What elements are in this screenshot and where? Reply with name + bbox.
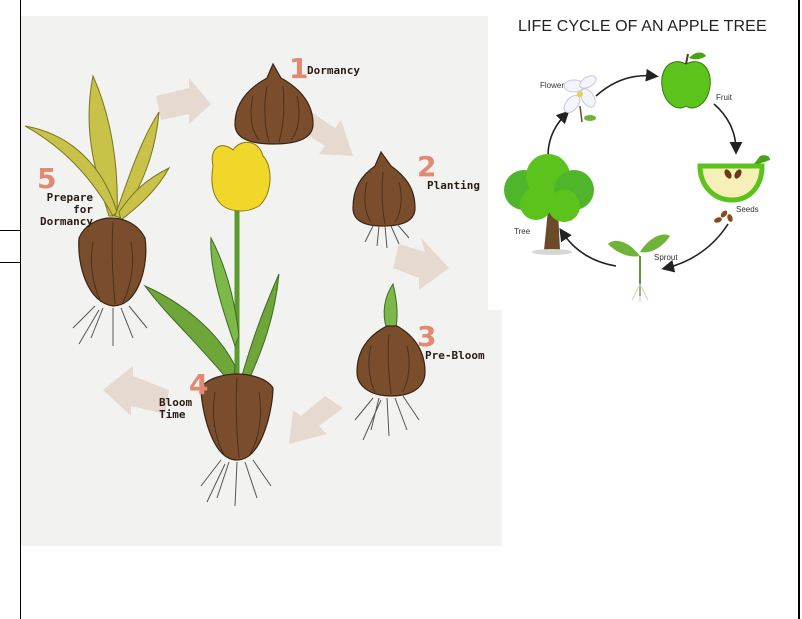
tulip-lifecycle-diagram: 1 Dormancy 2 Planting 3 Pre-Bloom 4 Bloo… [21,16,502,546]
border-tick [0,262,20,263]
cut-apple-seeds [700,155,770,224]
stage-3-label: Pre-Bloom [425,349,485,362]
yellowing-plant [25,76,169,346]
apple-tree [504,154,594,255]
green-apple [662,53,711,108]
stage-sprout-label: Sprout [654,253,678,262]
page-border-right [798,0,800,619]
arrow-flower-to-fruit [596,76,654,96]
stage-2-label: Planting [427,179,480,192]
border-tick [0,230,20,231]
stage-tree-label: Tree [514,227,531,236]
arrow-3-to-4 [289,396,343,444]
pre-bloom-bulb [355,284,425,440]
stage-seeds-label: Seeds [736,205,759,214]
stage-1-label: Dormancy [307,64,360,77]
apple-blossom [561,73,598,122]
arrow-2-to-3 [393,238,449,290]
stage-fruit-label: Fruit [716,93,733,102]
stage-flower-label: Flower [540,81,564,90]
sprout [608,235,670,302]
planted-bulb [353,152,415,248]
arrow-sprout-to-tree [562,232,616,266]
arrow-5-to-1 [156,78,211,124]
apple-lifecycle-diagram: LIFE CYCLE OF AN APPLE TREE Flower [488,0,798,310]
stage-4-label-line2: Time [159,408,186,421]
arrow-fruit-to-seeds [714,104,736,150]
stage-1-number: 1 [289,52,308,85]
blooming-tulip [145,142,279,506]
arrow-tree-to-flower [548,114,566,156]
stage-5-label-line3: Dormancy [40,215,93,228]
